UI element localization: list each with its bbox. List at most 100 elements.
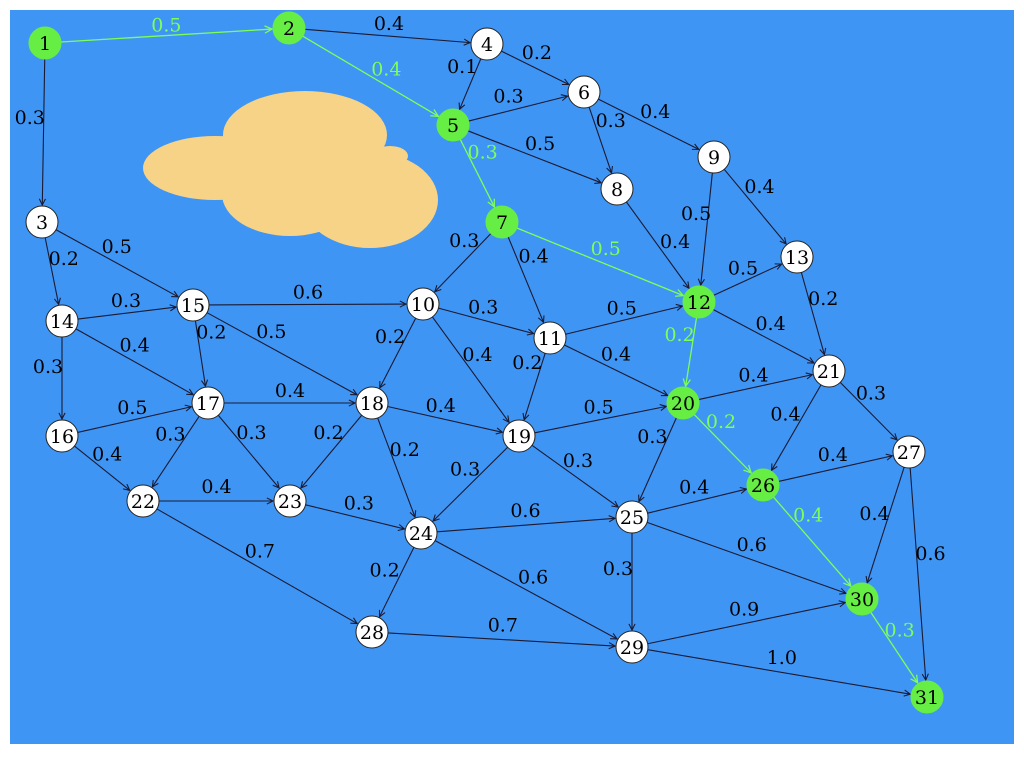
edge-5-7 [459, 138, 494, 207]
edge-weight-label-11-20: 0.4 [601, 344, 631, 366]
edge-24-25 [436, 518, 615, 533]
edge-11-12 [565, 306, 683, 335]
edge-13-21 [800, 272, 824, 354]
edge-weight-label-15-10: 0.6 [293, 282, 323, 304]
edge-weight-label-19-24: 0.3 [450, 459, 480, 481]
edge-weight-label-19-20: 0.5 [584, 397, 614, 419]
node-circle [615, 500, 649, 534]
edge-26-30 [773, 496, 850, 586]
node-8: 8 [600, 172, 634, 206]
node-circle [666, 386, 700, 420]
node-label: 27 [897, 442, 921, 464]
node-circle [697, 140, 731, 174]
diagram-background [10, 10, 1014, 744]
edge-weight-label-23-24: 0.3 [344, 492, 374, 514]
node-circle [355, 615, 389, 649]
node-label: 13 [785, 247, 809, 269]
node-circle [892, 435, 926, 469]
edge-17-22 [152, 416, 200, 486]
node-label: 18 [360, 393, 384, 415]
edge-22-28 [156, 508, 357, 624]
edge-19-24 [433, 446, 509, 521]
node-3: 3 [25, 205, 59, 239]
edge-16-22 [74, 445, 129, 490]
edge-18-23 [301, 414, 363, 488]
node-label: 28 [360, 622, 384, 644]
edge-21-27 [839, 381, 897, 440]
edge-26-27 [778, 456, 893, 483]
node-circle [845, 582, 879, 616]
edge-3-14 [44, 237, 58, 305]
edge-28-29 [387, 632, 615, 646]
edge-weight-label-7-12: 0.5 [591, 238, 621, 260]
edge-weight-label-12-21: 0.4 [755, 313, 785, 335]
node-26: 26 [746, 468, 780, 502]
edge-weight-label-14-15: 0.3 [111, 290, 141, 312]
edge-weight-label-17-18: 0.4 [275, 380, 305, 402]
edge-weight-label-10-11: 0.3 [468, 297, 498, 319]
edge-weight-label-6-9: 0.4 [640, 101, 670, 123]
edge-14-15 [77, 307, 176, 320]
edge-weight-label-10-18: 0.2 [375, 326, 405, 348]
edge-weight-label-25-30: 0.6 [737, 534, 767, 556]
node-circle [600, 172, 634, 206]
node-label: 29 [620, 637, 644, 659]
node-circle [485, 205, 519, 239]
node-14: 14 [45, 304, 79, 338]
edge-weight-label-1-3: 0.3 [15, 107, 45, 129]
edge-23-24 [305, 504, 405, 529]
edge-29-30 [647, 602, 846, 645]
node-label: 8 [611, 179, 623, 201]
node-25: 25 [615, 500, 649, 534]
edge-4-6 [501, 50, 568, 84]
node-28: 28 [355, 615, 389, 649]
node-9: 9 [697, 140, 731, 174]
edge-19-20 [534, 406, 667, 434]
node-16: 16 [45, 419, 79, 453]
edge-weight-label-3-14: 0.2 [49, 248, 79, 270]
edge-weight-label-3-15: 0.5 [102, 236, 132, 258]
node-circle [191, 386, 225, 420]
edge-weight-label-22-23: 0.4 [201, 476, 231, 498]
edge-3-15 [55, 229, 178, 297]
edge-16-17 [77, 407, 192, 434]
edge-30-31 [870, 611, 918, 682]
node-20: 20 [666, 386, 700, 420]
edge-15-10 [208, 304, 406, 305]
edge-weight-label-24-29: 0.6 [518, 567, 548, 589]
node-label: 1 [39, 33, 51, 55]
edge-24-28 [380, 547, 415, 616]
edge-weight-label-2-4: 0.4 [374, 13, 404, 35]
edge-weight-label-9-12: 0.5 [681, 203, 711, 225]
edge-24-29 [434, 540, 617, 639]
edge-weight-label-6-8: 0.3 [596, 110, 626, 132]
node-7: 7 [485, 205, 519, 239]
edge-29-31 [647, 649, 910, 694]
node-13: 13 [780, 240, 814, 274]
edge-weight-label-20-25: 0.3 [637, 426, 667, 448]
node-circle [910, 680, 944, 714]
edge-weight-label-8-12: 0.4 [660, 231, 690, 253]
edge-7-11 [507, 236, 543, 323]
node-18: 18 [355, 386, 389, 420]
edge-21-26 [772, 384, 822, 470]
node-label: 3 [36, 212, 48, 234]
node-label: 5 [447, 115, 459, 137]
edge-weight-label-29-30: 0.9 [729, 598, 759, 620]
edge-weight-label-9-13: 0.4 [744, 176, 774, 198]
edge-weight-label-26-27: 0.4 [818, 444, 848, 466]
edge-weight-label-14-16: 0.3 [33, 356, 63, 378]
edge-weight-label-25-29: 0.3 [603, 558, 633, 580]
node-4: 4 [470, 27, 504, 61]
edge-10-18 [380, 317, 417, 388]
edge-11-20 [564, 344, 667, 396]
edge-weight-label-1-2: 0.5 [151, 15, 181, 37]
node-1: 1 [28, 26, 62, 60]
edge-weight-label-13-21: 0.2 [808, 288, 838, 310]
node-circle [45, 419, 79, 453]
edge-weight-label-20-21: 0.4 [738, 364, 768, 386]
edge-14-17 [75, 328, 193, 395]
edge-15-17 [194, 320, 205, 386]
